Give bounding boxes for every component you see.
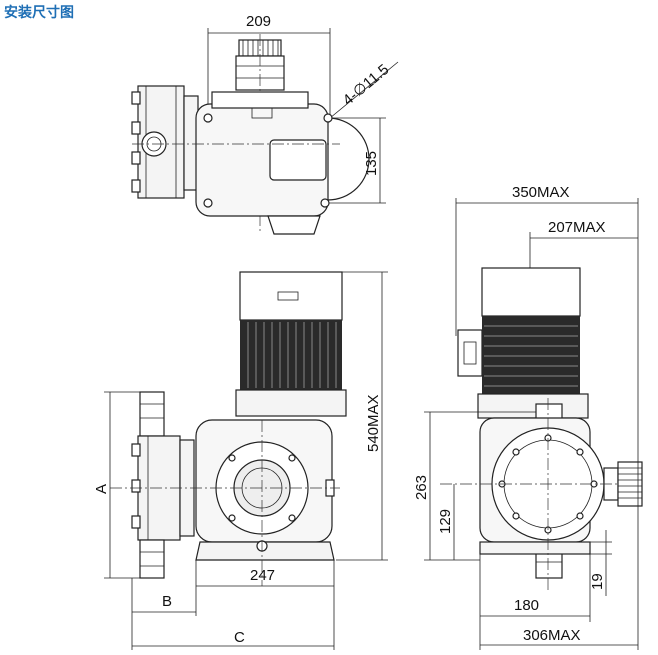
dim-side-base: 19 — [589, 573, 606, 590]
dim-side-height: 263 — [413, 475, 430, 500]
page-title: 安装尺寸图 — [4, 5, 74, 21]
dim-holes: 4-∅11.5 — [340, 61, 393, 109]
dim-side-total: 350MAX — [512, 184, 570, 201]
dim-top-width: 209 — [246, 13, 271, 30]
dim-a: A — [93, 484, 110, 494]
dim-top-height: 135 — [363, 151, 380, 176]
dim-b: B — [162, 593, 172, 610]
dim-side-partial: 207MAX — [548, 219, 606, 236]
dim-c: C — [234, 629, 245, 646]
top-view: 209 4-∅11.5 135 — [131, 13, 399, 235]
dim-front-width: 247 — [250, 567, 275, 584]
front-view: 540MAX A — [93, 271, 388, 650]
dim-total-height: 540MAX — [365, 394, 382, 452]
dim-side-width: 306MAX — [523, 627, 581, 644]
side-view: 350MAX 207MAX — [413, 184, 643, 650]
dim-side-center: 129 — [437, 509, 454, 534]
dim-side-foot: 180 — [514, 597, 539, 614]
